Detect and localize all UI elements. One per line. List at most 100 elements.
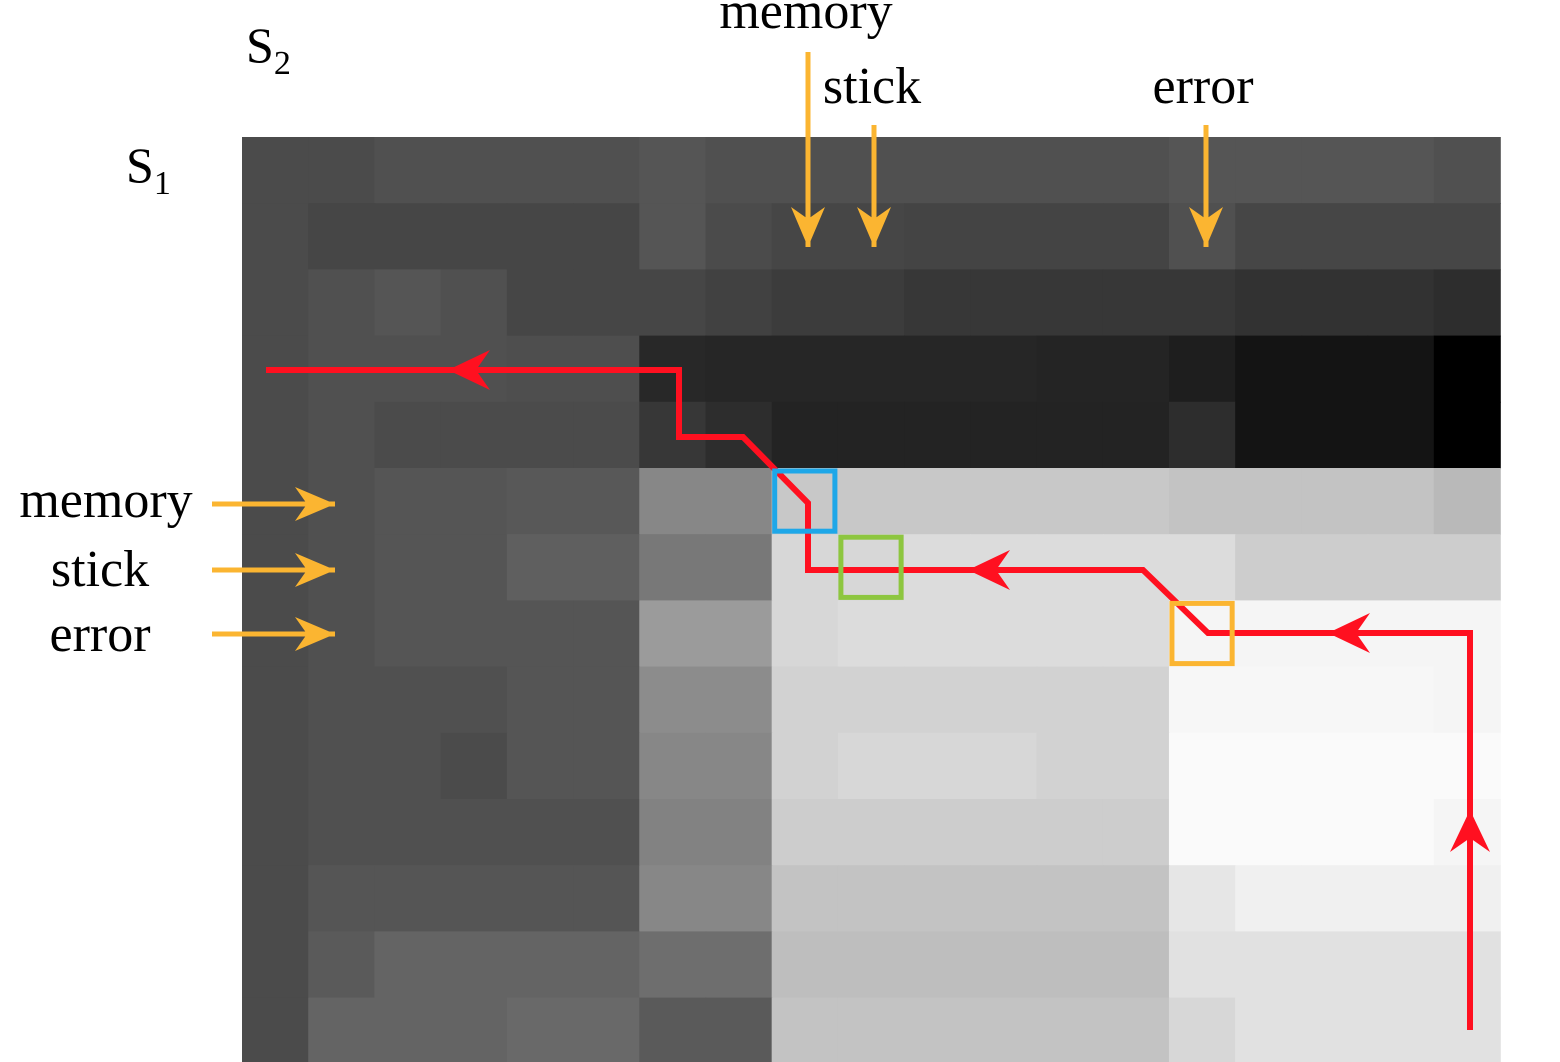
matrix-cell — [771, 137, 839, 204]
matrix-cell — [506, 137, 574, 204]
matrix-cell — [308, 799, 376, 866]
matrix-cell — [904, 732, 972, 800]
matrix-cell — [1235, 401, 1303, 469]
matrix-cell — [1301, 799, 1369, 866]
matrix-cell — [440, 600, 508, 668]
matrix-cell — [904, 203, 972, 271]
matrix-cell — [1102, 997, 1170, 1062]
matrix-cell — [308, 865, 376, 933]
matrix-cell — [1301, 666, 1369, 734]
matrix-cell — [771, 931, 839, 999]
matrix-cell — [440, 534, 508, 602]
matrix-cell — [1168, 732, 1236, 800]
matrix-cell — [573, 600, 641, 668]
matrix-cell — [705, 269, 773, 337]
matrix-cell — [1301, 401, 1369, 469]
top-word-memory: memory — [719, 0, 892, 40]
matrix-cell — [1367, 865, 1435, 933]
matrix-cell — [1235, 137, 1303, 204]
matrix-cell — [440, 401, 508, 469]
matrix-cell — [440, 468, 508, 535]
matrix-cell — [1036, 865, 1104, 933]
matrix-cell — [242, 997, 310, 1062]
matrix-cell — [705, 799, 773, 866]
matrix-cell — [1168, 335, 1236, 403]
matrix-cell — [440, 931, 508, 999]
matrix-cell — [1102, 401, 1170, 469]
matrix-cell — [970, 931, 1038, 999]
matrix-cell — [1235, 931, 1303, 999]
matrix-cell — [771, 203, 839, 271]
path-arrow-left-3 — [448, 350, 490, 390]
matrix-cell — [242, 799, 310, 866]
matrix-cell — [1102, 931, 1170, 999]
matrix-cell — [904, 865, 972, 933]
matrix-cell — [506, 534, 574, 602]
matrix-cell — [374, 799, 442, 866]
matrix-cell — [904, 997, 972, 1062]
matrix-cell — [705, 997, 773, 1062]
matrix-cell — [1235, 335, 1303, 403]
matrix-cell — [1367, 203, 1435, 271]
matrix-cell — [1235, 799, 1303, 866]
matrix-cell — [374, 203, 442, 271]
matrix-cell — [1433, 468, 1501, 535]
matrix-cell — [970, 600, 1038, 668]
matrix-cell — [242, 203, 310, 271]
matrix-cell — [374, 666, 442, 734]
matrix-cell — [705, 203, 773, 271]
matrix-cell — [506, 865, 574, 933]
matrix-cell — [1367, 401, 1435, 469]
matrix-cell — [970, 269, 1038, 337]
matrix-cell — [1102, 666, 1170, 734]
matrix-cell — [440, 269, 508, 337]
matrix-cell — [639, 600, 707, 668]
matrix-cell — [837, 600, 905, 668]
matrix-cell — [771, 401, 839, 469]
matrix-cell — [1301, 137, 1369, 204]
matrix-cell — [374, 401, 442, 469]
matrix-cell — [904, 666, 972, 734]
matrix-cell — [771, 269, 839, 337]
matrix-cell — [374, 269, 442, 337]
left-word-error: error — [49, 606, 150, 663]
matrix-cell — [1036, 269, 1104, 337]
matrix-cell — [837, 997, 905, 1062]
matrix-cell — [1036, 335, 1104, 403]
matrix-cell — [1301, 732, 1369, 800]
matrix-cell — [771, 799, 839, 866]
matrix-cell — [1433, 534, 1501, 602]
matrix-cell — [242, 666, 310, 734]
matrix-cell — [1301, 335, 1369, 403]
orange-highlight-box — [1169, 600, 1235, 667]
path-arrow-left-2 — [968, 550, 1010, 590]
matrix-cell — [771, 865, 839, 933]
matrix-cell — [1168, 931, 1236, 999]
matrix-cell — [1301, 269, 1369, 337]
matrix-cell — [837, 865, 905, 933]
matrix-cell — [506, 931, 574, 999]
matrix-cell — [440, 203, 508, 271]
matrix-cell — [374, 931, 442, 999]
matrix-cell — [308, 732, 376, 800]
matrix-cell — [1168, 468, 1236, 535]
matrix-cell — [1036, 732, 1104, 800]
matrix-cell — [1235, 468, 1303, 535]
matrix-cell — [374, 534, 442, 602]
matrix-cell — [440, 865, 508, 933]
matrix-cell — [573, 401, 641, 469]
matrix-cell — [1367, 666, 1435, 734]
matrix-cell — [1301, 468, 1369, 535]
matrix-cell — [573, 865, 641, 933]
matrix-cell — [506, 401, 574, 469]
matrix-cell — [639, 137, 707, 204]
green-highlight-box — [838, 534, 904, 600]
matrix-cell — [1235, 534, 1303, 602]
matrix-cell — [1433, 269, 1501, 337]
path-arrow-up — [1450, 810, 1490, 852]
matrix-cell — [639, 931, 707, 999]
matrix-cell — [1036, 931, 1104, 999]
matrix-cell — [1168, 401, 1236, 469]
matrix-cell — [506, 799, 574, 866]
matrix-cell — [1367, 799, 1435, 866]
